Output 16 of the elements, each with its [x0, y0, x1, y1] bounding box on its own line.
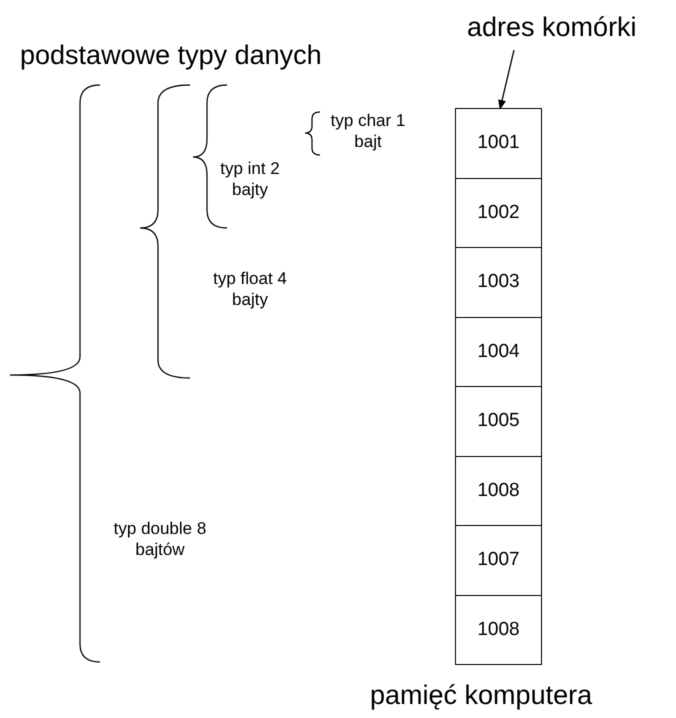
memory-cell: 1005	[455, 386, 542, 456]
type-size-label: typ char 1 bajt	[330, 110, 406, 152]
memory-caption: pamięć komputera	[370, 680, 592, 711]
memory-cell: 1001	[455, 108, 542, 178]
memory-cell: 1002	[455, 178, 542, 248]
leader-arrow	[498, 50, 515, 110]
address-label: adres komórki	[467, 12, 637, 43]
memory-cell: 1007	[455, 525, 542, 596]
memory-cell: 1003	[455, 247, 542, 318]
memory-cell: 1004	[455, 316, 542, 387]
type-size-label: typ double 8 bajtów	[112, 518, 208, 560]
type-size-label: typ int 2 bajty	[219, 158, 281, 200]
diagram-title: podstawowe typy danych	[20, 40, 322, 71]
memory-cell: 1008	[455, 594, 542, 665]
memory-cell: 1008	[455, 456, 542, 526]
type-size-label: typ float 4 bajty	[212, 268, 288, 310]
